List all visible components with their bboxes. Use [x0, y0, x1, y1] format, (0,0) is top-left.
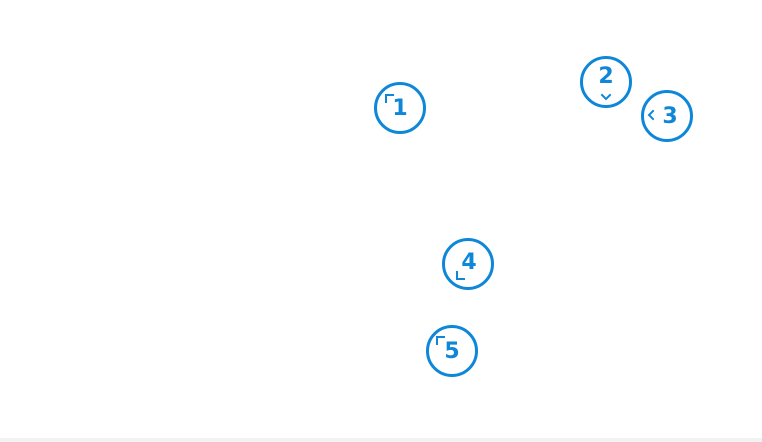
chevron-down-icon: [600, 93, 612, 101]
marker-label: 4: [461, 250, 477, 275]
marker-5[interactable]: 5: [426, 325, 478, 377]
marker-label: 1: [392, 96, 408, 121]
marker-3[interactable]: 3: [641, 90, 693, 142]
marker-1[interactable]: 1: [374, 82, 426, 134]
marker-label: 3: [662, 104, 678, 129]
marker-2[interactable]: 2: [580, 56, 632, 108]
bottom-edge: [0, 438, 762, 442]
corner-bottom-left-icon: [456, 271, 465, 280]
chevron-left-icon: [647, 109, 655, 121]
corner-top-left-icon: [385, 94, 394, 103]
marker-4[interactable]: 4: [442, 238, 494, 290]
marker-label: 2: [598, 64, 614, 89]
marker-label: 5: [444, 339, 460, 364]
corner-top-left-icon: [436, 336, 445, 345]
